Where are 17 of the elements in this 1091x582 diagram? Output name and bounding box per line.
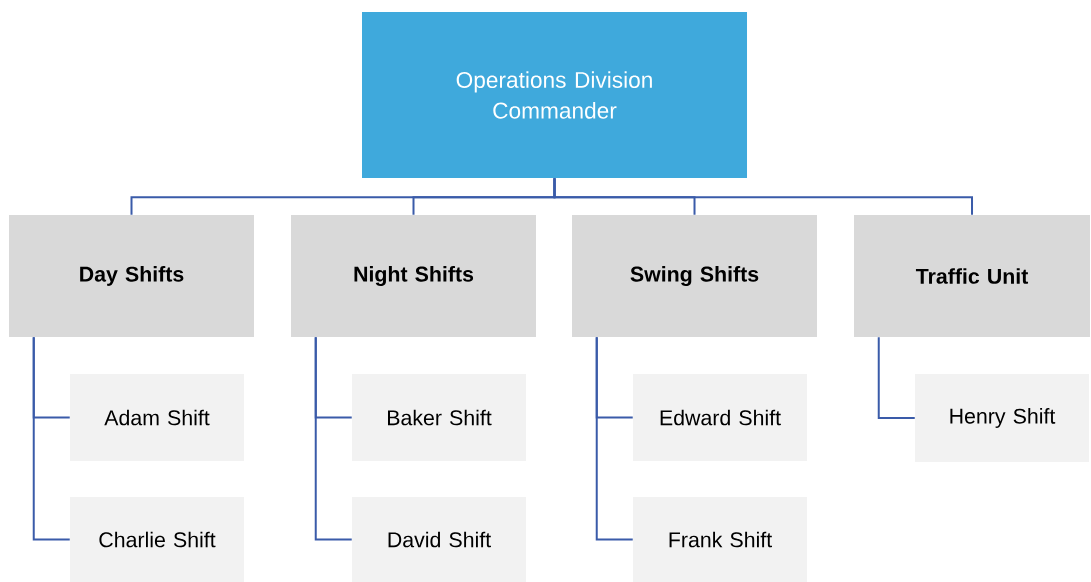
connector-line [595, 336, 634, 541]
shift-box: Baker Shift [352, 374, 526, 461]
unit-box: Day Shifts [9, 215, 254, 337]
commander-box: Operations Division Commander [362, 12, 747, 178]
connector-line [553, 177, 973, 216]
connector-line [877, 336, 916, 419]
connector-line [314, 336, 353, 541]
shift-box: Edward Shift [633, 374, 807, 461]
connector-line [32, 336, 71, 541]
shift-box: Adam Shift [70, 374, 244, 461]
unit-box: Swing Shifts [572, 215, 817, 337]
shift-box: Henry Shift [915, 374, 1089, 462]
shift-box: Charlie Shift [70, 497, 244, 582]
shift-box: David Shift [352, 497, 526, 582]
unit-box: Night Shifts [291, 215, 536, 337]
unit-box: Traffic Unit [854, 215, 1090, 337]
shift-box: Frank Shift [633, 497, 807, 582]
